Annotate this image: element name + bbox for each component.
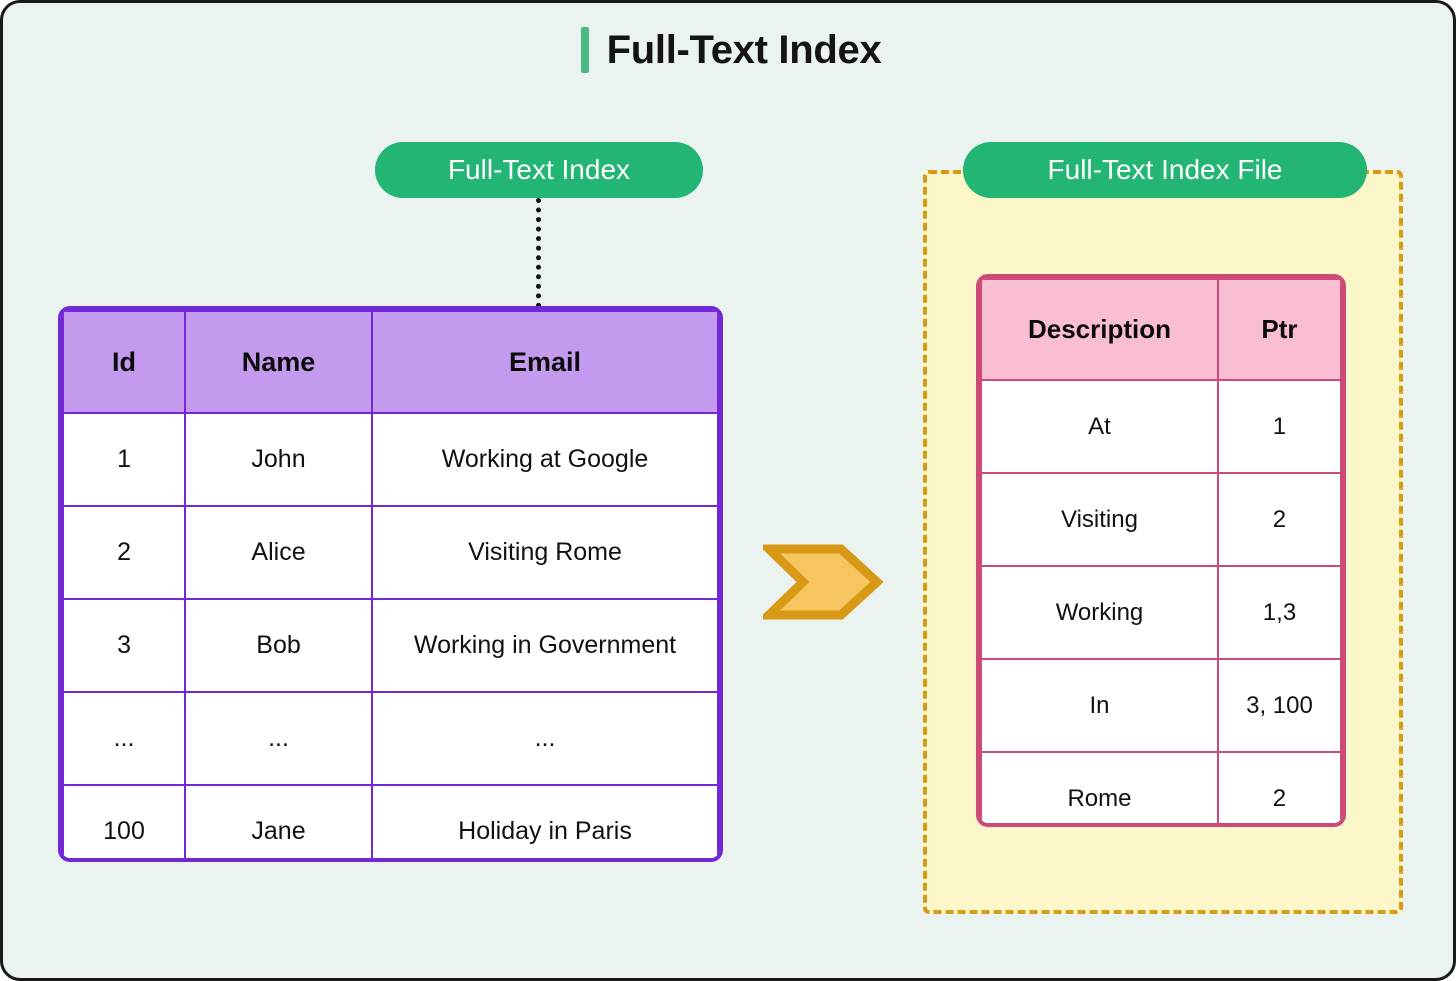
table-row: In 3, 100 <box>980 658 1342 753</box>
cell-email: ... <box>371 691 719 786</box>
table-row: 2 Alice Visiting Rome <box>62 505 719 600</box>
cell-description: Working <box>980 565 1219 660</box>
page-title-text: Full-Text Index <box>606 27 882 72</box>
title-accent-bar <box>580 27 589 73</box>
cell-ptr: 2 <box>1216 472 1342 567</box>
cell-id: 2 <box>62 505 187 600</box>
cell-description: Rome <box>980 751 1219 823</box>
column-header-name: Name <box>184 310 373 414</box>
cell-id: 100 <box>62 784 187 858</box>
cell-description: Visiting <box>980 472 1219 567</box>
table-header-row: Description Ptr <box>980 278 1342 381</box>
index-table: Description Ptr At 1 Visiting 2 Working … <box>976 274 1346 827</box>
cell-ptr: 2 <box>1216 751 1342 823</box>
cell-name: Bob <box>184 598 373 693</box>
table-row: Rome 2 <box>980 751 1342 823</box>
cell-ptr: 1,3 <box>1216 565 1342 660</box>
column-header-description: Description <box>980 278 1219 381</box>
column-header-id: Id <box>62 310 187 414</box>
cell-email: Visiting Rome <box>371 505 719 600</box>
full-text-index-badge-label: Full-Text Index <box>447 154 631 185</box>
table-row: Working 1,3 <box>980 565 1342 660</box>
page-title: Full-Text Index <box>3 27 1453 73</box>
cell-ptr: 1 <box>1216 379 1342 474</box>
table-row: 1 John Working at Google <box>62 412 719 507</box>
cell-email: Working in Government <box>371 598 719 693</box>
table-row: At 1 <box>980 379 1342 474</box>
column-header-email: Email <box>371 310 719 414</box>
table-row: Visiting 2 <box>980 472 1342 567</box>
dotted-connector-line <box>536 198 541 308</box>
table-row: 100 Jane Holiday in Paris <box>62 784 719 858</box>
users-table: Id Name Email 1 John Working at Google 2… <box>58 306 723 862</box>
table-row: ... ... ... <box>62 691 719 786</box>
cell-name: Jane <box>184 784 373 858</box>
cell-name: Alice <box>184 505 373 600</box>
full-text-index-file-badge: Full-Text Index File <box>963 142 1367 198</box>
table-row: 3 Bob Working in Government <box>62 598 719 693</box>
cell-description: At <box>980 379 1219 474</box>
cell-id: ... <box>62 691 187 786</box>
table-header-row: Id Name Email <box>62 310 719 414</box>
full-text-index-file-badge-label: Full-Text Index File <box>1047 154 1283 185</box>
cell-name: ... <box>184 691 373 786</box>
cell-id: 3 <box>62 598 187 693</box>
flow-arrow-icon <box>757 543 884 621</box>
cell-email: Holiday in Paris <box>371 784 719 858</box>
column-header-ptr: Ptr <box>1216 278 1342 381</box>
full-text-index-badge: Full-Text Index <box>375 142 703 198</box>
cell-description: In <box>980 658 1219 753</box>
cell-ptr: 3, 100 <box>1216 658 1342 753</box>
cell-email: Working at Google <box>371 412 719 507</box>
cell-id: 1 <box>62 412 187 507</box>
cell-name: John <box>184 412 373 507</box>
